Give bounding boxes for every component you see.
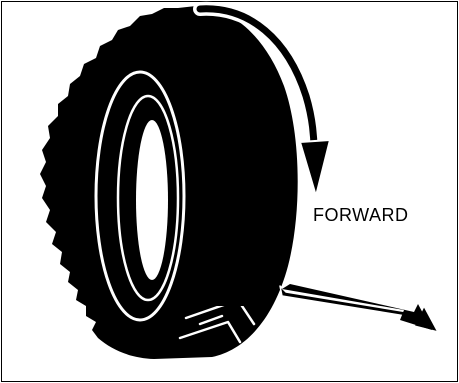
- tire-silhouette: [40, 6, 298, 359]
- hub-opening: [136, 120, 168, 280]
- tractor-tire-icon: [40, 6, 298, 359]
- straight-arrow-icon: [280, 284, 438, 332]
- forward-label: FORWARD: [313, 206, 409, 224]
